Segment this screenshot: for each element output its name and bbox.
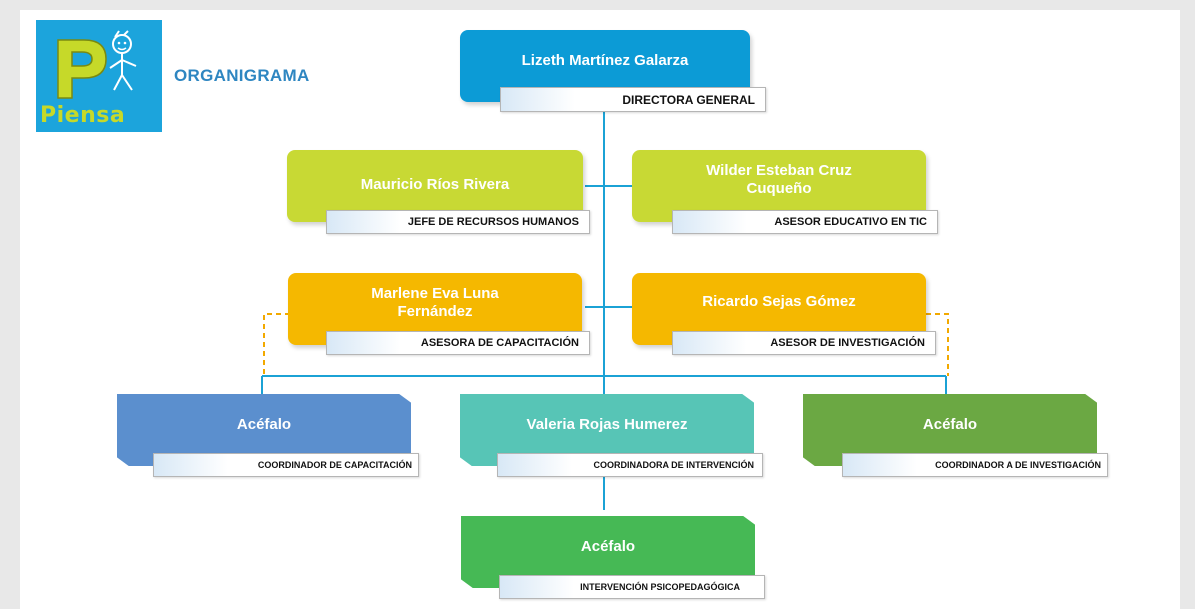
dashed-link-investigacion <box>926 313 949 376</box>
investigacion-role: ASESOR DE INVESTIGACIÓN <box>672 331 936 355</box>
capacitacion-name: Marlene Eva Luna Fernández <box>371 285 499 320</box>
coord-cap-role: COORDINADOR DE CAPACITACIÓN <box>153 453 419 477</box>
coord-int-role: COORDINADORA DE INTERVENCIÓN <box>497 453 763 477</box>
coord-int-name: Valeria Rojas Humerez <box>526 416 688 433</box>
tic-role: ASESOR EDUCATIVO EN TIC <box>672 210 938 234</box>
coord-inv-name: Acéfalo <box>922 416 978 433</box>
coord-inv-role: COORDINADOR A DE INVESTIGACIÓN <box>842 453 1108 477</box>
psico-name: Acéfalo <box>580 538 636 555</box>
psico-role: INTERVENCIÓN PSICOPEDAGÓGICA <box>499 575 765 599</box>
piensa-logo: Piensa <box>36 20 162 132</box>
page-title: ORGANIGRAMA <box>174 66 310 85</box>
tic-name: Wilder Esteban Cruz Cuqueño <box>706 162 852 197</box>
logo-figure-icon <box>57 30 137 99</box>
director-name: Lizeth Martínez Galarza <box>521 52 689 69</box>
hr-role: JEFE DE RECURSOS HUMANOS <box>326 210 590 234</box>
director-role: DIRECTORA GENERAL <box>500 87 766 112</box>
dashed-link-capacitacion <box>263 313 290 376</box>
coord-cap-name: Acéfalo <box>236 416 292 433</box>
hr-name: Mauricio Ríos Rivera <box>360 176 510 193</box>
logo-word: Piensa <box>40 103 126 128</box>
capacitacion-role: ASESORA DE CAPACITACIÓN <box>326 331 590 355</box>
investigacion-name: Ricardo Sejas Gómez <box>702 293 856 310</box>
